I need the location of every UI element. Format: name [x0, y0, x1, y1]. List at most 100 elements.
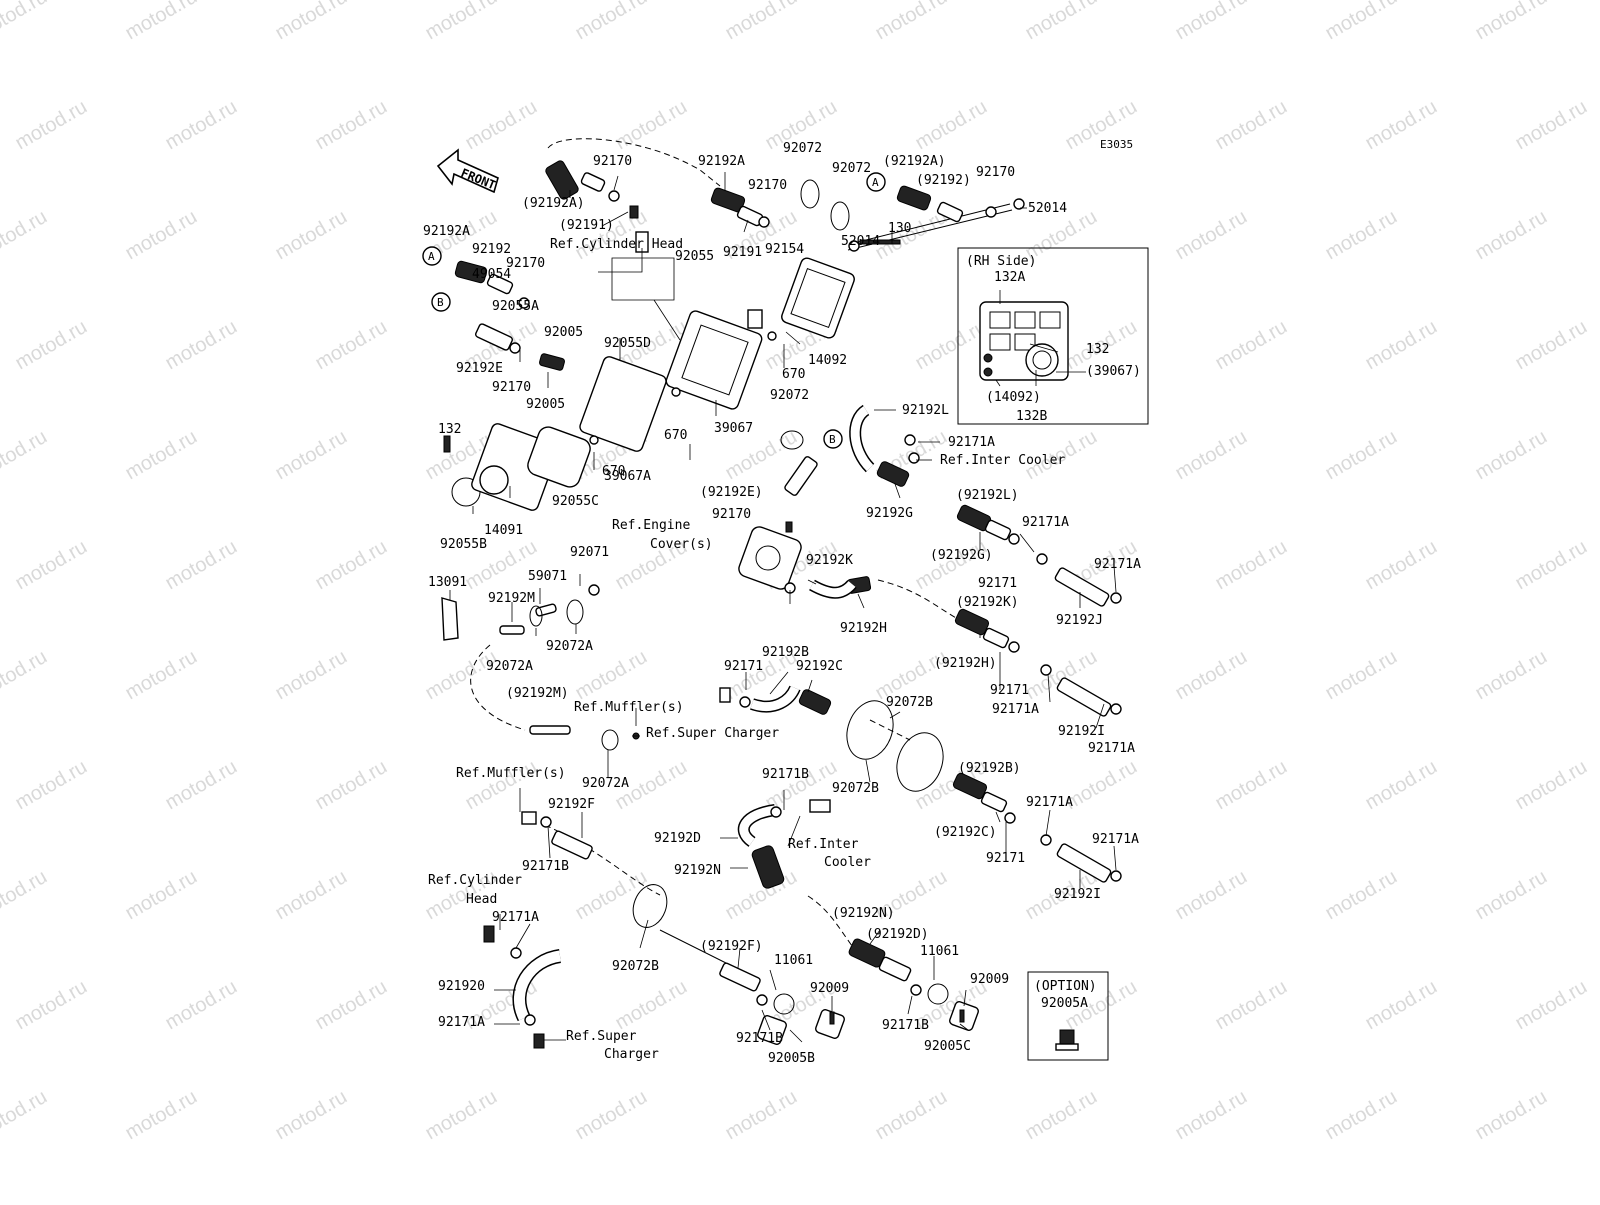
- part-label: 92192A: [423, 224, 470, 239]
- part-label: 132B: [1016, 409, 1047, 424]
- watermark-text: motod.ru: [1472, 426, 1551, 485]
- front-arrow-icon: FRONT: [436, 148, 499, 194]
- rh-side-inset: (RH Side): [957, 247, 1149, 425]
- part-label: 92192I: [1058, 724, 1105, 739]
- watermark-text: motod.ru: [1172, 1086, 1251, 1145]
- watermark-text: motod.ru: [12, 316, 91, 375]
- watermark-text: motod.ru: [162, 976, 241, 1035]
- part-label: 92192B: [762, 645, 809, 660]
- watermark-text: motod.ru: [272, 426, 351, 485]
- part-label: Ref.Muffler(s): [456, 766, 566, 781]
- fittings: [443, 190, 1122, 1049]
- part-label: 92055A: [492, 299, 539, 314]
- watermark-text: motod.ru: [1362, 316, 1441, 375]
- watermark-text: motod.ru: [312, 316, 391, 375]
- part-label: 92192J: [1056, 613, 1103, 628]
- watermark-text: motod.ru: [572, 0, 651, 44]
- watermark-text: motod.ru: [572, 1086, 651, 1145]
- watermark-text: motod.ru: [912, 96, 991, 155]
- watermark-text: motod.ru: [1062, 756, 1141, 815]
- watermark-text: motod.ru: [1512, 96, 1591, 155]
- part-label: 14092: [808, 353, 847, 368]
- watermark-text: motod.ru: [1212, 536, 1291, 595]
- part-label: 92171A: [1092, 832, 1139, 847]
- part-label: (92192L): [956, 488, 1019, 503]
- part-label: 14091: [484, 523, 523, 538]
- part-label: 92005: [544, 325, 583, 340]
- part-label: 92170: [748, 178, 787, 193]
- watermark-text: motod.ru: [162, 1196, 241, 1200]
- part-label: Ref.Engine: [612, 518, 690, 533]
- part-label: Ref.Inter: [788, 837, 859, 852]
- watermark-text: motod.ru: [12, 536, 91, 595]
- part-label: 92170: [593, 154, 632, 169]
- part-label: 92171B: [762, 767, 809, 782]
- watermark-text: motod.ru: [1022, 1086, 1101, 1145]
- watermark-text: motod.ru: [1472, 1086, 1551, 1145]
- watermark-text: motod.ru: [612, 1196, 691, 1200]
- part-label: 92072A: [582, 776, 629, 791]
- part-label: (39067): [1086, 364, 1141, 379]
- part-label: 92171: [978, 576, 1017, 591]
- part-label: 92055C: [552, 494, 599, 509]
- part-label: 92192H: [840, 621, 887, 636]
- part-label: (92192N): [832, 906, 895, 921]
- part-label: 92072: [832, 161, 871, 176]
- part-label: 92171: [990, 683, 1029, 698]
- watermark-text: motod.ru: [12, 96, 91, 155]
- watermark-text: motod.ru: [312, 96, 391, 155]
- watermark-text: motod.ru: [122, 646, 201, 705]
- part-label: Ref.Super: [566, 1029, 637, 1044]
- watermark-text: motod.ru: [462, 756, 541, 815]
- part-label: 92005: [526, 397, 565, 412]
- watermark-text: motod.ru: [1322, 0, 1401, 44]
- part-label: 92171A: [1094, 557, 1141, 572]
- watermark-text: motod.ru: [1212, 756, 1291, 815]
- watermark-text: motod.ru: [162, 96, 241, 155]
- watermark-text: motod.ru: [1322, 426, 1401, 485]
- part-label: 92192K: [806, 553, 853, 568]
- watermark-text: motod.ru: [1512, 976, 1591, 1035]
- part-label: 132: [1086, 342, 1109, 357]
- part-label: 92192L: [902, 403, 949, 418]
- watermark-text: motod.ru: [1212, 316, 1291, 375]
- leader-lines: [449, 172, 1117, 1043]
- part-label: Ref.Inter Cooler: [940, 453, 1065, 468]
- watermark-text: motod.ru: [1362, 536, 1441, 595]
- watermark-text: motod.ru: [0, 0, 51, 44]
- part-label: 92171B: [522, 859, 569, 874]
- part-label: 39067: [714, 421, 753, 436]
- inset-title: (RH Side): [966, 254, 1036, 269]
- watermark-text: motod.ru: [722, 0, 801, 44]
- diagram-code: E3035: [1100, 138, 1133, 151]
- callout-b-2: B: [823, 429, 843, 449]
- part-label: 92055D: [604, 336, 651, 351]
- watermark-text: motod.ru: [1472, 866, 1551, 925]
- part-label: 92192C: [796, 659, 843, 674]
- watermark-text: motod.ru: [872, 0, 951, 44]
- part-label: 92055: [675, 249, 714, 264]
- covers: [441, 257, 979, 1045]
- watermark-text: motod.ru: [1472, 0, 1551, 44]
- part-label: (92192): [916, 173, 971, 188]
- part-label: (92192D): [866, 927, 929, 942]
- watermark-text: motod.ru: [122, 426, 201, 485]
- part-label: 92192M: [488, 591, 535, 606]
- watermark-text: motod.ru: [612, 976, 691, 1035]
- watermark-text: motod.ru: [1212, 976, 1291, 1035]
- part-label: 92191: [723, 245, 762, 260]
- part-label: 92192I: [1054, 887, 1101, 902]
- part-label: Cover(s): [650, 537, 713, 552]
- part-label: Ref.Muffler(s): [574, 700, 684, 715]
- part-label: 52014: [841, 234, 880, 249]
- watermark-text: motod.ru: [462, 96, 541, 155]
- part-label: 92192A: [698, 154, 745, 169]
- part-label: 92055B: [440, 537, 487, 552]
- option-box: (OPTION) 92005A: [1027, 971, 1109, 1061]
- watermark-text: motod.ru: [0, 866, 51, 925]
- watermark-text: motod.ru: [1322, 866, 1401, 925]
- part-label: 92192F: [548, 797, 595, 812]
- watermark-text: motod.ru: [0, 426, 51, 485]
